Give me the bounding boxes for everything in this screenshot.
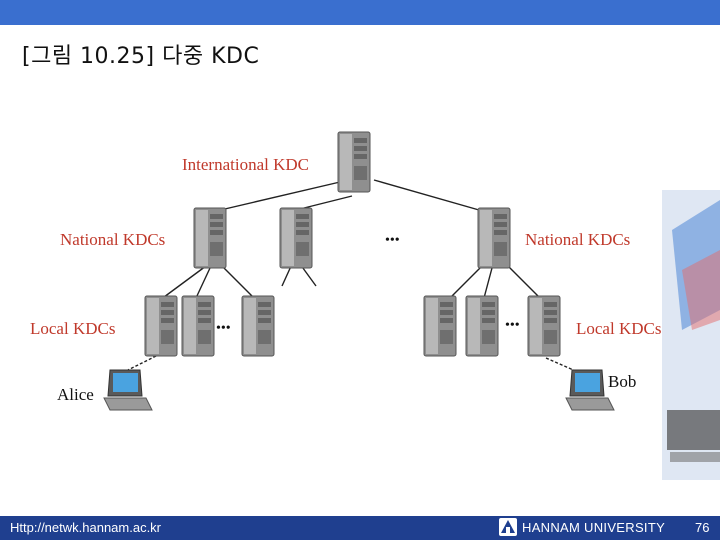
link-intl-national3 <box>373 179 487 213</box>
link-local1-alice <box>127 355 157 371</box>
slide-title: [그림 10.25] 다중 KDC <box>22 44 260 69</box>
ellipsis-local-right: ••• <box>505 318 520 333</box>
local-kdc-server <box>144 295 178 357</box>
international-kdc-label: International KDC <box>182 155 309 174</box>
page-number: 76 <box>695 520 710 535</box>
link-local6-bob <box>545 357 579 373</box>
link-national3-local5 <box>483 267 493 299</box>
local-kdc-server <box>241 295 275 357</box>
bob-label: Bob <box>608 372 636 391</box>
link-national3-local6 <box>507 265 543 301</box>
footer-university-name: HANNAM UNIVERSITY <box>522 520 666 535</box>
ellipsis-local-left: ••• <box>216 321 231 336</box>
top-accent-bar <box>0 0 720 25</box>
decorative-background-image <box>662 190 720 480</box>
local-kdcs-right-label: Local KDCs <box>576 319 661 338</box>
local-kdc-server <box>465 295 499 357</box>
link-intl-national1 <box>211 181 341 213</box>
national-kdc-server <box>279 207 313 269</box>
international-kdc-server <box>337 131 371 193</box>
link-national1-local2 <box>195 267 211 299</box>
link-national3-local4 <box>447 263 485 301</box>
bob-laptop-icon <box>565 369 615 411</box>
national-kdcs-left-label: National KDCs <box>60 230 165 249</box>
local-kdc-server <box>423 295 457 357</box>
local-kdcs-left-label: Local KDCs <box>30 319 115 338</box>
local-kdc-server <box>527 295 561 357</box>
alice-laptop-icon <box>103 369 153 411</box>
footer-url-link[interactable]: Http://netwk.hannam.ac.kr <box>10 520 162 535</box>
alice-label: Alice <box>57 385 94 404</box>
local-kdc-server <box>181 295 215 357</box>
footer-bar <box>0 516 720 540</box>
university-logo-icon <box>499 518 517 536</box>
link-national1-local3 <box>221 265 257 301</box>
ellipsis-national: ••• <box>385 233 400 248</box>
national-kdc-server <box>193 207 227 269</box>
link-national1-local1 <box>159 265 207 301</box>
national-kdcs-right-label: National KDCs <box>525 230 630 249</box>
national-kdc-server <box>477 207 511 269</box>
